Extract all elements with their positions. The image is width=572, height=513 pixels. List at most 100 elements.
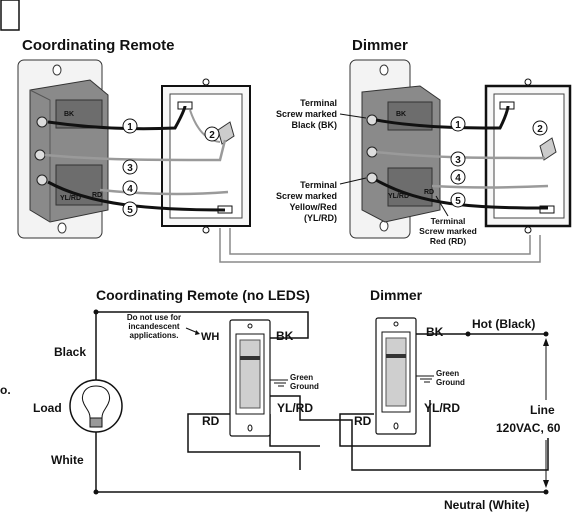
dimmer-switch-hole-bottom — [393, 422, 399, 430]
callout-black-leader — [339, 113, 367, 119]
remote-bk-label: BK — [64, 111, 74, 118]
dimmer-wire-4 — [431, 184, 549, 189]
junction-dot-3 — [543, 331, 549, 337]
dimmer-wire-nut — [539, 137, 557, 161]
remote-wire-4 — [99, 188, 229, 196]
remote-ground-label: Ground — [290, 382, 319, 391]
junction-dot-4 — [543, 489, 549, 495]
remote-screw-green — [34, 149, 46, 161]
callout-yellow-line-4: (YL/RD) — [304, 213, 337, 223]
remote-ylrd-label: YL/RD — [60, 195, 81, 202]
remote-junction-box — [161, 78, 251, 234]
note-line-3: applications. — [130, 331, 179, 340]
remote-top-block — [55, 99, 103, 129]
dimmer-marker-2-text: 2 — [537, 124, 543, 135]
remote-marker-5-text: 5 — [127, 205, 133, 216]
remote-title: Coordinating Remote — [22, 37, 175, 54]
dimmer-wire-5 — [375, 178, 549, 210]
dimmer-junction-box — [484, 78, 572, 234]
dimmer-wire-1 — [375, 105, 510, 130]
callout-black-line-1: Terminal — [300, 98, 337, 108]
remote-marker-4 — [122, 180, 138, 196]
dimmer-switch-hole-top — [393, 321, 399, 327]
dimmer-screw-ylrd — [366, 172, 378, 184]
dimmer-mount-hole-top — [379, 64, 389, 76]
callout-yellow-line-3: Yellow/Red — [289, 202, 337, 212]
remote-green-label: Green — [290, 373, 313, 382]
wire-remote-ylrd — [269, 414, 320, 447]
remote-rd-label: RD — [92, 192, 102, 199]
dimmer-marker-5 — [450, 192, 466, 208]
wire-ylrd-link — [270, 395, 549, 471]
hot-label: Hot (Black) — [472, 317, 535, 331]
remote-mount-hole-bottom — [57, 222, 67, 234]
load-bulb-icon — [69, 379, 123, 433]
dimmer-bk-schematic: BK — [426, 325, 444, 339]
dimmer-wire-markers: 1 2 3 4 5 — [450, 116, 548, 208]
remote-box-screw-bottom — [202, 226, 210, 234]
wh-label: WH — [201, 331, 219, 343]
remote-marker-1 — [122, 118, 138, 134]
remote-switch-hole-top — [247, 323, 253, 329]
remote-box-screw-top — [202, 78, 210, 86]
dimmer-bk-label: BK — [396, 111, 406, 118]
remote-wire-3 — [44, 139, 227, 162]
remote-screw-bk — [36, 116, 48, 128]
remote-marker-5 — [122, 201, 138, 217]
schematic-dimmer-switch — [375, 317, 417, 435]
remote-ground-wire — [189, 109, 221, 143]
dimmer-switch-led — [386, 354, 406, 358]
callout-yellow-terminal: Terminal Screw marked Yellow/Red (YL/RD) — [276, 177, 367, 223]
junction-dot-5 — [465, 331, 471, 337]
callout-yellow-leader — [339, 177, 367, 185]
corner-box — [0, 0, 20, 31]
dimmer-marker-3-text: 3 — [455, 155, 461, 166]
dimmer-box-screw-top — [524, 78, 532, 86]
dimmer-marker-4 — [450, 169, 466, 185]
remote-marker-3-text: 3 — [127, 163, 133, 174]
callout-yellow-line-1: Terminal — [300, 180, 337, 190]
remote-marker-4-text: 4 — [127, 184, 133, 195]
callout-yellow-line-2: Screw marked — [276, 191, 337, 201]
dimmer-title: Dimmer — [352, 37, 408, 54]
line-arrow-up-head — [543, 338, 549, 346]
remote-screw-ylrd — [36, 174, 48, 186]
schematic-remote-title: Coordinating Remote (no LEDS) — [96, 287, 310, 303]
remote-marker-1-text: 1 — [127, 122, 133, 133]
dimmer-mount-hole-bottom — [379, 220, 389, 232]
callout-red-line-3: Red (RD) — [430, 236, 467, 246]
callout-red-leader — [435, 195, 449, 217]
bulb-base — [89, 417, 103, 428]
dimmer-ground-label: Ground — [436, 378, 465, 387]
junction-dot-1 — [93, 309, 99, 315]
remote-marker-3 — [122, 159, 138, 175]
edge-mark: o. — [0, 383, 11, 397]
dimmer-marker-1 — [450, 116, 466, 132]
schematic-note: Do not use for incandescent applications… — [127, 313, 200, 340]
remote-switch-paddle — [239, 339, 261, 409]
traveler-wire-link — [219, 228, 541, 263]
wire-dimmer-rd — [339, 400, 431, 447]
callout-red-line-2: Screw marked — [419, 226, 477, 236]
dimmer-green-label: Green — [436, 369, 459, 378]
wire-remote-rd — [187, 413, 301, 470]
junction-dot-2 — [93, 489, 99, 495]
dimmer-marker-4-text: 4 — [455, 173, 461, 184]
remote-switch-hole-bottom — [247, 424, 253, 432]
remote-wire-nut — [217, 121, 235, 145]
dimmer-marker-3 — [450, 151, 466, 167]
black-label: Black — [54, 345, 86, 359]
remote-device-illustration: BK YL/RD RD — [17, 59, 109, 239]
dimmer-screw-bk — [366, 114, 378, 126]
dimmer-switch-paddle — [385, 337, 407, 407]
note-line-2: incandescent — [128, 322, 179, 331]
note-line-1: Do not use for — [127, 313, 181, 322]
callout-black-terminal: Terminal Screw marked Black (BK) — [276, 98, 367, 130]
remote-switch-led — [240, 356, 260, 360]
remote-wire-1 — [47, 105, 187, 131]
remote-device-edge — [29, 89, 51, 222]
dimmer-ylrd-schematic: YL/RD — [424, 401, 460, 415]
wire-top-loop — [96, 311, 309, 339]
dimmer-device-illustration: BK YL/RD RD — [349, 59, 441, 239]
